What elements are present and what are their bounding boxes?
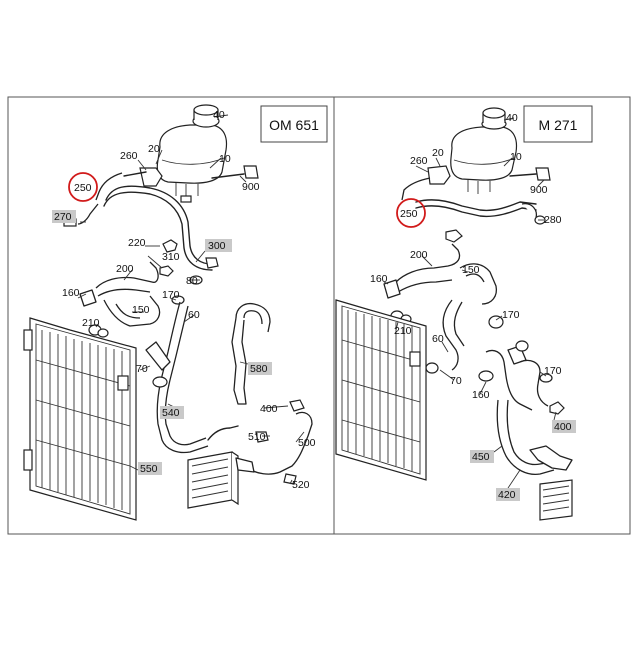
label-20: 20	[148, 143, 160, 155]
label-450-right: 450	[472, 451, 490, 463]
label-80: 80	[186, 275, 198, 287]
label-150-right: 150	[462, 264, 480, 276]
label-160: 160	[62, 287, 80, 299]
label-400: 400	[260, 403, 278, 415]
label-170-right-a: 170	[502, 309, 520, 321]
right-250-highlight	[396, 198, 426, 228]
left-expansion-tank	[156, 104, 228, 203]
label-60-right: 60	[432, 333, 444, 345]
right-radiator	[335, 299, 427, 481]
left-radiator	[23, 317, 137, 521]
label-260: 260	[120, 150, 138, 162]
label-580: 580	[250, 363, 268, 375]
label-170-right-b: 170	[544, 365, 562, 377]
label-550: 550	[140, 463, 158, 475]
label-70: 70	[136, 363, 148, 375]
right-leader-lines	[383, 117, 557, 489]
label-160-right-a: 160	[370, 273, 388, 285]
right-part-labels: 40 20 260 10 900 280 200 150 160 170 210…	[370, 112, 576, 501]
label-400-right: 400	[554, 421, 572, 433]
label-420-right: 420	[498, 489, 516, 501]
label-300: 300	[208, 240, 226, 252]
right-panel-drawing: 40 20 260 10 900 280 200 150 160 170 210…	[335, 107, 576, 521]
label-520: 520	[292, 479, 310, 491]
label-310: 310	[162, 251, 180, 263]
left-part-labels: 40 20 260 10 900 270 220 300 310 200 160…	[52, 109, 316, 491]
label-900: 900	[242, 181, 260, 193]
label-200: 200	[116, 263, 134, 275]
left-leader-lines	[77, 114, 305, 485]
label-200-right: 200	[410, 249, 428, 261]
label-10: 10	[219, 153, 231, 165]
label-250-right: 250	[400, 208, 418, 220]
label-170: 170	[162, 289, 180, 301]
label-150: 150	[132, 304, 150, 316]
label-210: 210	[82, 317, 100, 329]
label-220: 220	[128, 237, 146, 249]
left-250-highlight	[68, 172, 98, 202]
label-540: 540	[162, 407, 180, 419]
label-900-right: 900	[530, 184, 548, 196]
label-260-right: 260	[410, 155, 428, 167]
label-280-right: 280	[544, 214, 562, 226]
label-70-right: 70	[450, 375, 462, 387]
label-250-left: 250	[74, 182, 92, 194]
label-500: 500	[298, 437, 316, 449]
label-40: 40	[213, 109, 225, 121]
label-210-right: 210	[394, 325, 412, 337]
right-engine-title: M 271	[523, 105, 593, 143]
label-40-right: 40	[506, 112, 518, 124]
left-engine-title: OM 651	[260, 105, 328, 143]
label-510: 510	[248, 431, 266, 443]
label-60: 60	[188, 309, 200, 321]
label-160-right-b: 160	[472, 389, 490, 401]
right-engine-label: M 271	[539, 117, 578, 133]
label-10-right: 10	[510, 151, 522, 163]
label-270: 270	[54, 211, 72, 223]
left-panel-drawing: 40 20 260 10 900 270 220 300 310 200 160…	[23, 104, 316, 521]
right-expansion-tank	[450, 107, 518, 194]
label-20-right: 20	[432, 147, 444, 159]
right-oil-cooler	[539, 479, 573, 521]
left-oil-cooler	[187, 451, 239, 509]
left-engine-label: OM 651	[269, 117, 319, 133]
